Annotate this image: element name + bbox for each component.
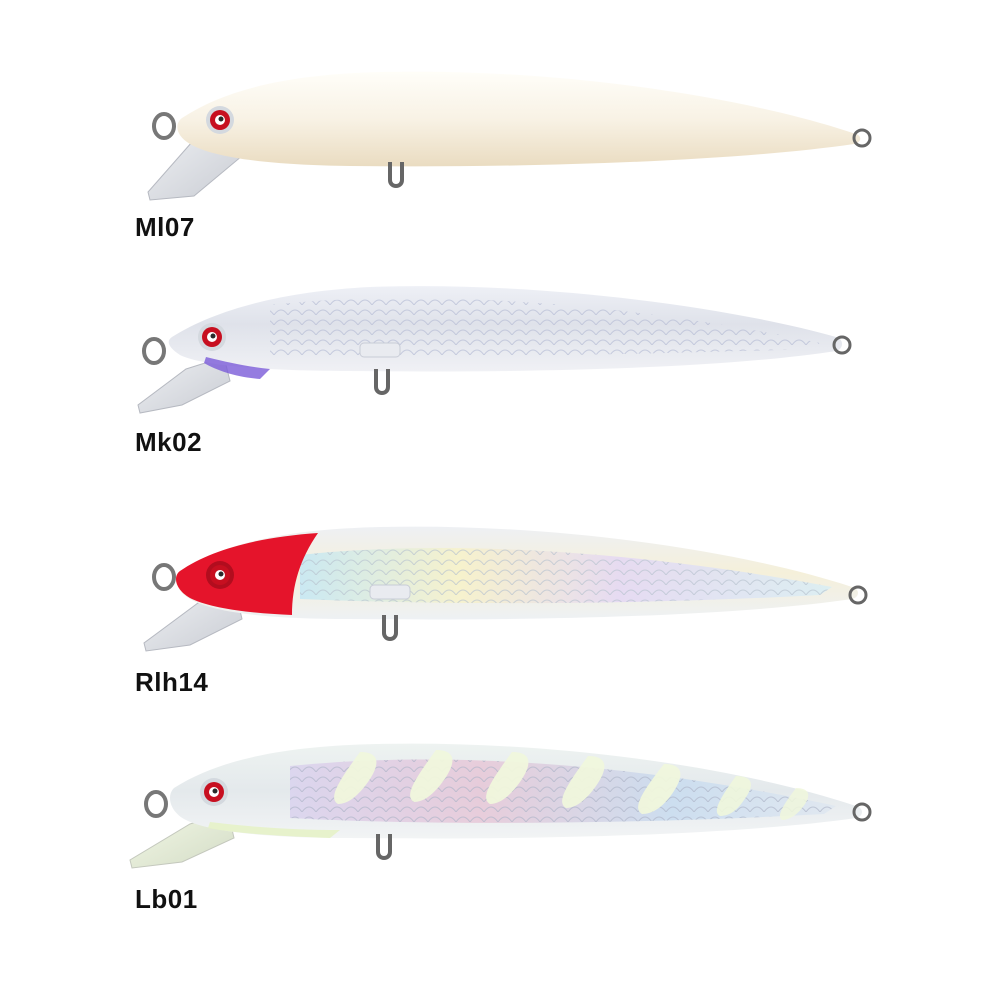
lure-image (147, 71, 872, 201)
lure-image (143, 526, 868, 652)
lure-label: Lb01 (135, 884, 198, 914)
lure-label: Mk02 (135, 427, 203, 457)
lure-item: Lb01 (0, 742, 1000, 972)
lure-image (129, 743, 872, 869)
lure-image (137, 286, 852, 414)
lure-item: Ml07 (0, 70, 1000, 300)
lure-item: Rlh14 (0, 525, 1000, 755)
lure-label: Rlh14 (135, 667, 209, 697)
lure-label: Ml07 (135, 212, 195, 242)
lure-item: Mk02 (0, 285, 1000, 515)
